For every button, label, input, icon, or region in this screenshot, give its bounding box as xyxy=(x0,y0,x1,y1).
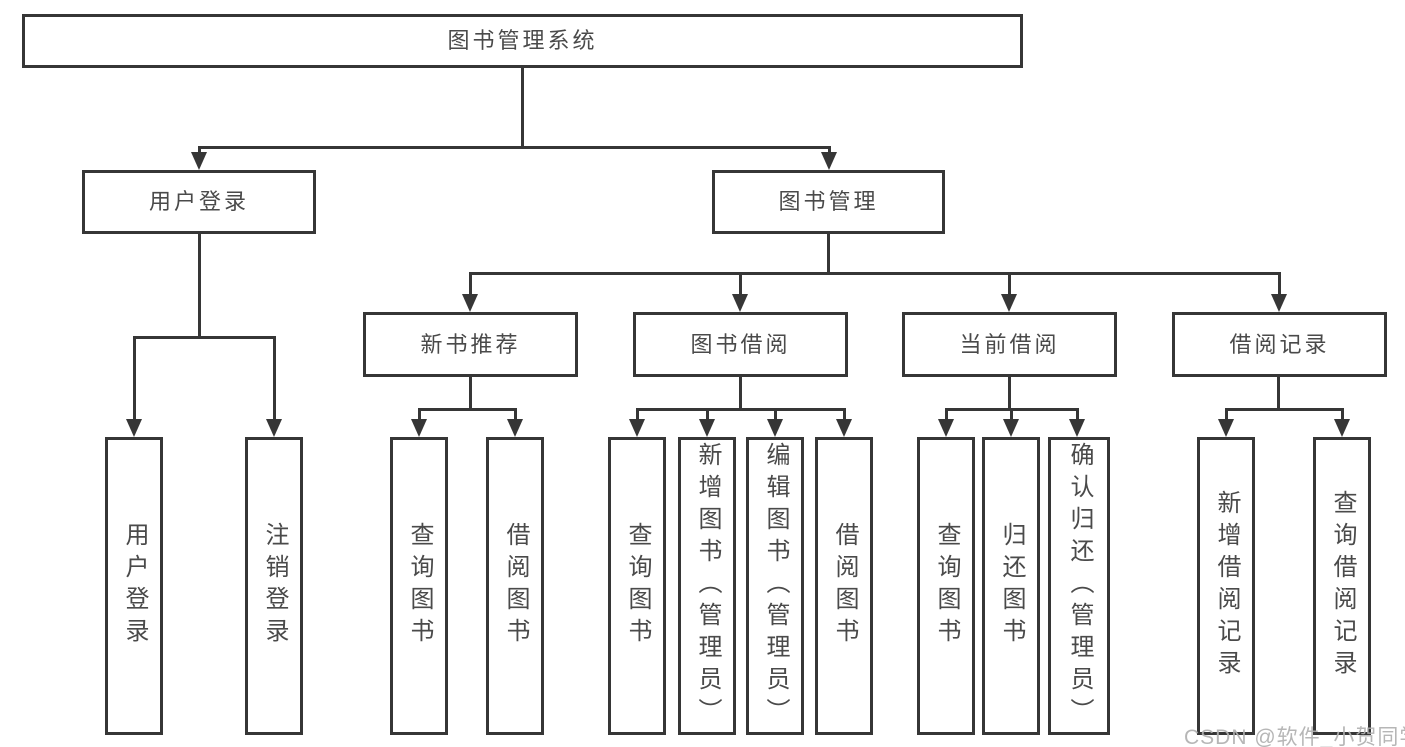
connector-leaf-cb-return-drop xyxy=(1010,408,1013,422)
leaf-newbooks-query: 查询图书 xyxy=(390,437,448,735)
connector-user-login-hline xyxy=(133,336,275,339)
arrowhead-to-leaf-bb-edit-icon xyxy=(767,419,783,437)
arrowhead-to-leaf-login-icon xyxy=(126,419,142,437)
node-current-borrow: 当前借阅 xyxy=(902,312,1117,377)
arrowhead-to-leaf-bb-query-icon xyxy=(629,419,645,437)
connector-book-mgmt-stub xyxy=(827,234,830,274)
arrowhead-to-leaf-cb-return-icon xyxy=(1003,419,1019,437)
leaf-logout: 注销登录 xyxy=(245,437,303,735)
leaf-newbooks-query-label: 查询图书 xyxy=(406,522,433,650)
node-book-mgmt: 图书管理 xyxy=(712,170,945,234)
connector-leaf-br-add-drop xyxy=(1225,408,1228,422)
arrowhead-to-leaf-logout-icon xyxy=(266,419,282,437)
leaf-borrow-borrow-label: 借阅图书 xyxy=(831,522,858,650)
leaf-current-confirm-admin-label: 确认归还（管理员） xyxy=(1066,442,1093,730)
node-root: 图书管理系统 xyxy=(22,14,1023,68)
connector-leaf-logout-drop xyxy=(273,336,276,422)
arrowhead-to-book-mgmt-icon xyxy=(821,152,837,170)
arrowhead-to-leaf-bb-add-icon xyxy=(699,419,715,437)
arrowhead-to-book-borrow-icon xyxy=(732,294,748,312)
leaf-records-query: 查询借阅记录 xyxy=(1313,437,1371,735)
connector-borrow-records-drop xyxy=(1278,272,1281,298)
connector-leaf-nb-query-drop xyxy=(418,408,421,422)
arrowhead-to-leaf-cb-confirm-icon xyxy=(1069,419,1085,437)
leaf-current-return: 归还图书 xyxy=(982,437,1040,735)
leaf-user-login: 用户登录 xyxy=(105,437,163,735)
connector-current-borrow-stub xyxy=(1008,377,1011,411)
connector-user-login-stub xyxy=(198,234,201,338)
arrowhead-to-borrow-records-icon xyxy=(1271,294,1287,312)
node-new-books-label: 新书推荐 xyxy=(420,331,521,357)
connector-book-borrow-hline xyxy=(636,408,845,411)
connector-root-hline xyxy=(198,146,830,149)
csdn-watermark: CSDN @软件_小贺同学 xyxy=(1184,726,1405,747)
leaf-logout-label: 注销登录 xyxy=(261,522,288,650)
node-borrow-records: 借阅记录 xyxy=(1172,312,1387,377)
connector-leaf-bb-edit-drop xyxy=(774,408,777,422)
node-user-login: 用户登录 xyxy=(82,170,316,234)
leaf-newbooks-borrow-label: 借阅图书 xyxy=(502,522,529,650)
node-book-borrow-label: 图书借阅 xyxy=(690,331,791,357)
arrowhead-to-leaf-bb-borrow-icon xyxy=(836,419,852,437)
arrowhead-to-leaf-br-add-icon xyxy=(1218,419,1234,437)
leaf-current-query-label: 查询图书 xyxy=(933,522,960,650)
leaf-borrow-borrow: 借阅图书 xyxy=(815,437,873,735)
connector-leaf-bb-add-drop xyxy=(706,408,709,422)
arrowhead-to-user-login-icon xyxy=(191,152,207,170)
connector-book-mgmt-hline xyxy=(469,272,1280,275)
connector-leaf-login-drop xyxy=(133,336,136,422)
leaf-records-add-label: 新增借阅记录 xyxy=(1213,490,1240,682)
leaf-borrow-query-label: 查询图书 xyxy=(624,522,651,650)
leaf-user-login-label: 用户登录 xyxy=(121,522,148,650)
leaf-newbooks-borrow: 借阅图书 xyxy=(486,437,544,735)
connector-borrow-records-hline xyxy=(1225,408,1343,411)
node-borrow-records-label: 借阅记录 xyxy=(1229,331,1330,357)
leaf-borrow-add-admin-label: 新增图书（管理员） xyxy=(694,442,721,730)
arrowhead-to-leaf-nb-borrow-icon xyxy=(507,419,523,437)
arrowhead-to-leaf-br-query-icon xyxy=(1334,419,1350,437)
connector-leaf-br-query-drop xyxy=(1341,408,1344,422)
connector-current-borrow-drop xyxy=(1008,272,1011,298)
arrowhead-to-current-borrow-icon xyxy=(1001,294,1017,312)
leaf-records-add: 新增借阅记录 xyxy=(1197,437,1255,735)
connector-leaf-nb-borrow-drop xyxy=(514,408,517,422)
leaf-current-confirm-admin: 确认归还（管理员） xyxy=(1048,437,1110,735)
leaf-borrow-edit-admin-label: 编辑图书（管理员） xyxy=(762,442,789,730)
node-user-login-label: 用户登录 xyxy=(148,189,249,214)
node-root-label: 图书管理系统 xyxy=(447,28,598,53)
node-new-books: 新书推荐 xyxy=(363,312,578,377)
arrowhead-to-leaf-nb-query-icon xyxy=(411,419,427,437)
connector-book-borrow-stub xyxy=(739,377,742,411)
connector-root-stub xyxy=(521,68,524,148)
leaf-current-return-label: 归还图书 xyxy=(998,522,1025,650)
arrowhead-to-leaf-cb-query-icon xyxy=(938,419,954,437)
leaf-records-query-label: 查询借阅记录 xyxy=(1329,490,1356,682)
connector-leaf-cb-confirm-drop xyxy=(1076,408,1079,422)
connector-new-books-hline xyxy=(418,408,516,411)
connector-book-borrow-drop xyxy=(739,272,742,298)
connector-new-books-drop xyxy=(469,272,472,298)
connector-leaf-bb-query-drop xyxy=(636,408,639,422)
connector-borrow-records-stub xyxy=(1277,377,1280,411)
leaf-borrow-add-admin: 新增图书（管理员） xyxy=(678,437,736,735)
connector-leaf-bb-borrow-drop xyxy=(843,408,846,422)
connector-leaf-cb-query-drop xyxy=(945,408,948,422)
leaf-borrow-query: 查询图书 xyxy=(608,437,666,735)
connector-new-books-stub xyxy=(469,377,472,411)
node-book-mgmt-label: 图书管理 xyxy=(778,189,879,214)
node-book-borrow: 图书借阅 xyxy=(633,312,848,377)
leaf-borrow-edit-admin: 编辑图书（管理员） xyxy=(746,437,804,735)
arrowhead-to-new-books-icon xyxy=(462,294,478,312)
leaf-current-query: 查询图书 xyxy=(917,437,975,735)
node-current-borrow-label: 当前借阅 xyxy=(959,331,1060,357)
